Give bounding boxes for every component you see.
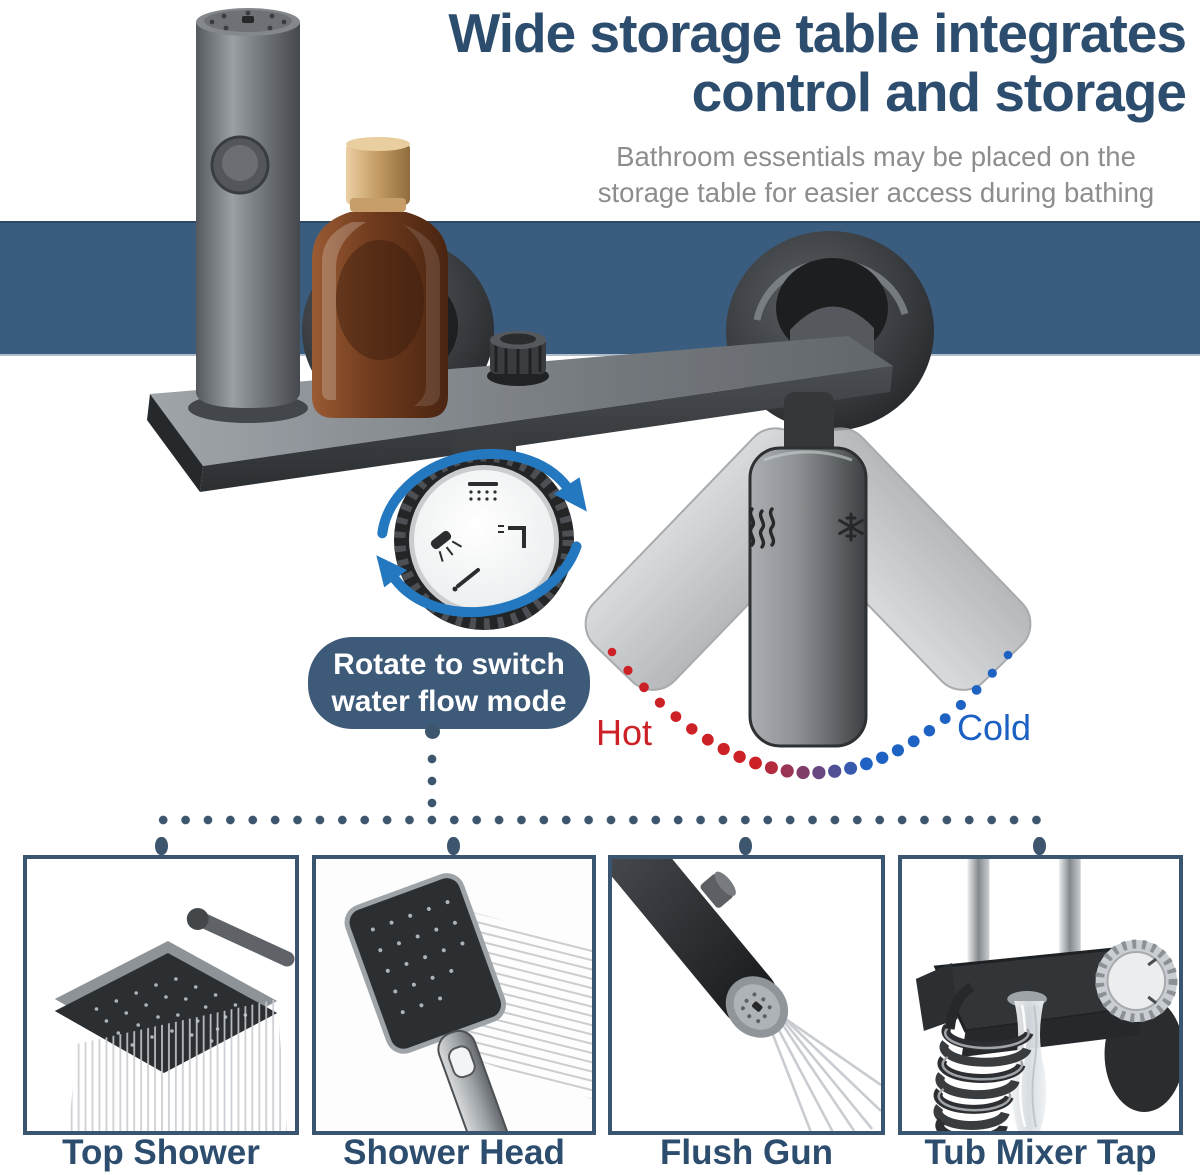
subtitle-line-1: Bathroom essentials may be placed on the (616, 141, 1136, 172)
pullout-sprayer (188, 8, 308, 423)
badge-line-2: water flow mode (331, 685, 567, 718)
title-line-2: control and storage (691, 61, 1187, 124)
feature-label-flush-gun: Flush Gun (659, 1133, 834, 1172)
mixer-knob (1095, 939, 1178, 1023)
connector-drop-4 (1033, 837, 1046, 855)
snowflake-icon (838, 512, 864, 542)
handle-ghost-right (584, 427, 844, 691)
rain-shower-icon (468, 482, 498, 501)
page-title: Wide storage table integrates control an… (330, 2, 1187, 124)
handheld-shower (316, 859, 592, 1131)
feature-label-top-shower: Top Shower (62, 1133, 260, 1172)
vertical-dotted-connector (424, 748, 440, 816)
handle-ghost-left (772, 427, 1032, 691)
tub-mixer-tap (915, 859, 1179, 1131)
rain-shower-head (54, 908, 295, 1131)
feature-label-shower-head: Shower Head (343, 1133, 565, 1172)
feature-panel-tub-mixer (898, 855, 1183, 1135)
rotate-callout-badge: Rotate to switch water flow mode (308, 637, 590, 729)
connector-drop-1 (155, 837, 168, 855)
connector-drop-2 (447, 837, 460, 855)
water-column (1007, 991, 1047, 1131)
cold-label: Cold (957, 707, 1032, 748)
tub-faucet-icon (452, 568, 480, 592)
spout-icon (498, 525, 526, 548)
feature-panel-top-shower (23, 855, 299, 1135)
page-subtitle: Bathroom essentials may be placed on the… (560, 139, 1192, 211)
title-line-1: Wide storage table integrates (448, 2, 1187, 64)
badge-tail-dot (425, 724, 440, 739)
handheld-sprayer-icon (430, 530, 463, 562)
flow-mode-knob (376, 436, 587, 630)
horizontal-dotted-connector (152, 812, 1050, 828)
steam-icon (748, 507, 776, 549)
coil-hose (933, 982, 1034, 1131)
background-band (0, 221, 1200, 356)
rotation-arrow-icon (376, 449, 587, 618)
temperature-gradient-arc (607, 647, 1013, 780)
feature-panel-shower-head (312, 855, 596, 1135)
feature-panel-flush-gun (608, 855, 885, 1135)
flush-gun (612, 859, 881, 1131)
badge-line-1: Rotate to switch (333, 647, 565, 681)
hot-label: Hot (596, 712, 653, 753)
connector-drop-3 (739, 837, 752, 855)
mixer-handle (748, 392, 868, 748)
storage-shelf (147, 336, 893, 492)
feature-label-tub-mixer-tap: Tub Mixer Tap (924, 1133, 1157, 1172)
subtitle-line-2: storage table for easier access during b… (597, 176, 1155, 208)
